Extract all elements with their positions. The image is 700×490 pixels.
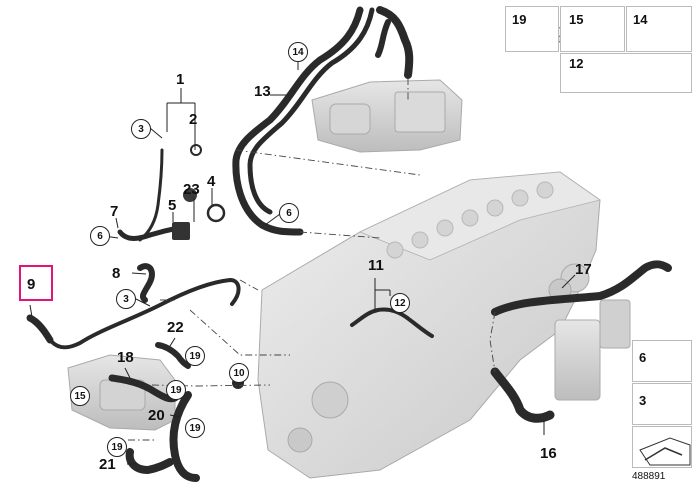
callout-6[interactable]: 6 <box>279 203 299 223</box>
coolant-hoses <box>26 6 672 482</box>
legend-cell-spring-clip[interactable]: 6 <box>632 340 692 382</box>
callout-4[interactable]: 4 <box>207 173 216 190</box>
callout-7[interactable]: 7 <box>110 203 119 220</box>
callout-19[interactable]: 19 <box>166 380 186 400</box>
callout-11[interactable]: 11 <box>368 257 384 274</box>
callout-12[interactable]: 12 <box>390 293 410 313</box>
legend-cell-instruction <box>632 426 692 468</box>
callout-3[interactable]: 3 <box>131 119 151 139</box>
legend-number: 19 <box>512 12 527 27</box>
callout-19[interactable]: 19 <box>107 437 127 457</box>
diagram-reference-number: 488891 <box>632 471 666 482</box>
leader-lines <box>128 78 496 441</box>
hose-clamp-4 <box>206 203 226 223</box>
callout-15[interactable]: 15 <box>70 386 90 406</box>
legend-number: 6 <box>639 350 647 365</box>
callout-1[interactable]: 1 <box>176 71 185 88</box>
legend-number: 12 <box>569 56 584 71</box>
callout-3[interactable]: 3 <box>116 289 136 309</box>
callout-18[interactable]: 18 <box>117 349 134 366</box>
legend-cell-cable-tie[interactable]: 12 <box>560 53 692 93</box>
thermostat-housing <box>172 222 190 240</box>
legend-cell-screw[interactable]: 14 <box>626 6 692 52</box>
selected-part-highlight <box>19 265 53 301</box>
legend-number: 14 <box>633 12 648 27</box>
callout-8[interactable]: 8 <box>112 265 121 282</box>
legend-cell-hex-bolt[interactable]: 15 <box>560 6 625 52</box>
callout-13[interactable]: 13 <box>254 83 271 100</box>
callout-22[interactable]: 22 <box>167 319 184 336</box>
egr-cooler <box>67 354 176 431</box>
callout-10[interactable]: 10 <box>229 363 249 383</box>
callout-9[interactable]: 9 <box>27 276 36 293</box>
legend-number: 3 <box>639 393 647 408</box>
callout-23[interactable]: 23 <box>183 181 200 198</box>
legend-cell-bolt[interactable]: 3 <box>632 383 692 425</box>
o-ring-2 <box>190 144 202 156</box>
callout-2[interactable]: 2 <box>189 111 198 128</box>
callout-21[interactable]: 21 <box>99 456 116 473</box>
callout-19[interactable]: 19 <box>185 346 205 366</box>
legend-cell-hose-clamp[interactable]: 19 <box>505 6 559 52</box>
engine-block <box>257 171 631 479</box>
legend-number: 15 <box>569 12 584 27</box>
callout-5[interactable]: 5 <box>168 197 177 214</box>
callout-17[interactable]: 17 <box>575 261 592 278</box>
intake-component <box>311 79 463 153</box>
callout-20[interactable]: 20 <box>148 407 165 424</box>
callout-19[interactable]: 19 <box>185 418 205 438</box>
callout-leaders <box>29 60 576 465</box>
callout-16[interactable]: 16 <box>540 445 557 462</box>
callout-14[interactable]: 14 <box>288 42 308 62</box>
callout-6[interactable]: 6 <box>90 226 110 246</box>
